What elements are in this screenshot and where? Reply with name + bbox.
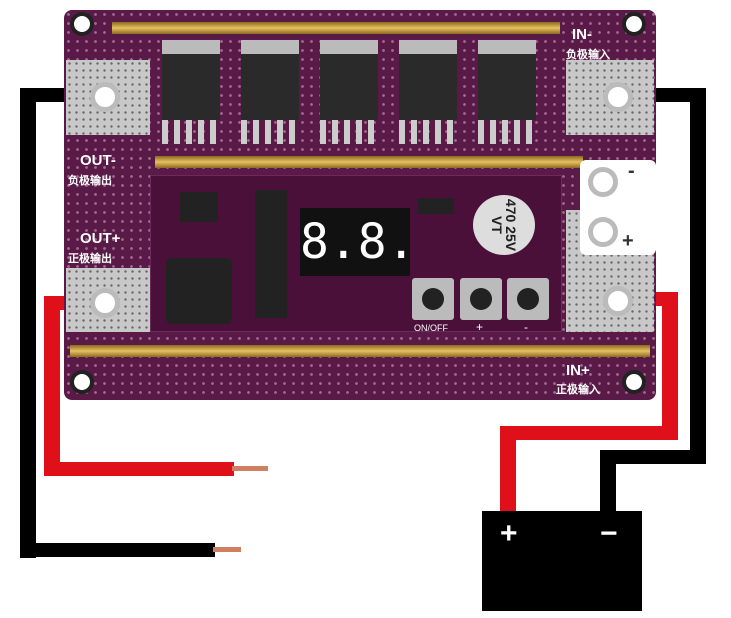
copper-bar-top [112, 22, 560, 34]
out-minus-wire [20, 88, 36, 558]
minus-label: - [524, 320, 528, 334]
buzzer [166, 258, 232, 324]
mounting-hole [70, 370, 94, 394]
in-plus-terminal [603, 286, 633, 316]
out-plus-terminal [90, 288, 120, 318]
mosfet [399, 40, 457, 144]
in-minus-pad [566, 60, 654, 135]
in-minus-sub: 负极输入 [566, 49, 610, 61]
aux-plus-label: + [622, 230, 634, 252]
out-minus-terminal [90, 82, 120, 112]
out-minus-label: OUT- [80, 152, 116, 169]
copper-bar-bottom [70, 345, 650, 357]
out-plus-wire [44, 296, 60, 476]
wire-tip [213, 547, 241, 552]
mosfet [320, 40, 378, 144]
mounting-hole [70, 12, 94, 36]
battery [482, 511, 642, 611]
out-plus-label: OUT+ [80, 230, 121, 247]
in-minus-label: IN- [572, 26, 592, 43]
in-minus-wire-down [600, 450, 616, 512]
in-minus-wire-bottom [600, 450, 706, 464]
out-plus-sub: 正极输出 [68, 253, 112, 265]
mosfet [241, 40, 299, 144]
mounting-hole [622, 12, 646, 36]
in-minus-terminal [603, 82, 633, 112]
in-plus-sub: 正极输入 [556, 384, 600, 396]
on-off-button[interactable] [412, 278, 454, 320]
mosfet [478, 40, 536, 144]
in-minus-wire [690, 88, 706, 460]
capacitor: 470 25V VT [473, 195, 535, 255]
aux-terminal-minus [588, 167, 618, 197]
out-minus-sub: 负极输出 [68, 175, 112, 187]
chip [180, 192, 218, 222]
led-display: 8.8. [300, 208, 416, 276]
battery-minus-label: − [600, 517, 618, 550]
aux-terminal-plus [588, 217, 618, 247]
in-plus-wire-down [500, 426, 516, 512]
plus-label: + [476, 320, 484, 334]
mounting-hole [622, 370, 646, 394]
out-plus-wire-bottom [44, 462, 234, 476]
diode [418, 198, 454, 214]
copper-bar-middle [155, 156, 583, 168]
aux-minus-label: - [628, 160, 635, 182]
on-off-label: ON/OFF [414, 323, 448, 333]
battery-plus-label: + [500, 517, 518, 550]
microcontroller [255, 190, 287, 318]
in-plus-wire-bottom [500, 426, 678, 440]
in-plus-label: IN+ [566, 362, 590, 379]
minus-button[interactable] [507, 278, 549, 320]
in-plus-wire [662, 292, 678, 438]
mosfet [162, 40, 220, 144]
wire-tip [232, 466, 268, 471]
out-minus-wire-bottom [20, 543, 215, 557]
plus-button[interactable] [460, 278, 502, 320]
